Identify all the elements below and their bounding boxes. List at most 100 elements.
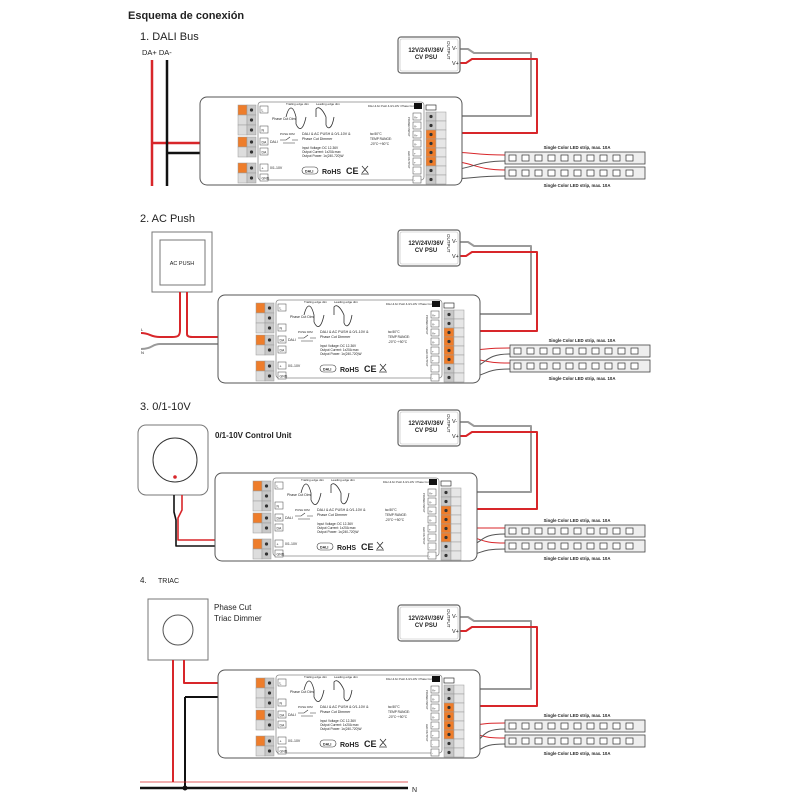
led-chip-icon (521, 722, 530, 730)
terminal-label-box (259, 163, 269, 172)
phase-cut-label: Phase Cut Dim (287, 493, 311, 497)
terminal-label: DA (280, 349, 286, 353)
psu-box (397, 604, 461, 642)
terminal-clamp (450, 505, 462, 516)
v010-label: 0/1-10V (288, 364, 301, 368)
phase-cut-label: Phase Cut Dim (290, 690, 314, 694)
terminal-label: L (262, 109, 264, 113)
psu-vplus: V+ (452, 254, 459, 260)
power-input-label: POWER INPUT (425, 315, 429, 335)
led-strip-label-bottom: Single Color LED strip, max. 10A (549, 376, 616, 381)
push-switch-icon (298, 334, 316, 342)
terminal-label: V- (414, 125, 417, 129)
terminal-label: V+ (432, 332, 436, 336)
terminal-label: DA (280, 724, 286, 728)
terminal-label: V+ (429, 510, 433, 514)
power-input-label: POWER INPUT (425, 690, 429, 710)
psu-negative-wire (446, 48, 532, 117)
section-title-010v: 3. 0/1-10V (140, 401, 191, 413)
driver-current-spec: Output Current: 1x20A max (302, 150, 341, 154)
led-chip-icon (599, 722, 608, 730)
terminal-label-box (427, 551, 437, 560)
led-strip-label-top: Single Color LED strip, max. 10A (544, 713, 611, 718)
terminal-label-box (430, 730, 440, 739)
line-label: L (141, 327, 144, 332)
terminal-label: - (432, 752, 433, 756)
terminal-clamp (435, 138, 447, 149)
terminal-label-box (427, 515, 437, 524)
terminal-label-box (427, 506, 437, 515)
led-output-label: LED OUTPUT (407, 151, 411, 169)
terminal-label: L (280, 307, 282, 311)
terminal-label: L (277, 485, 279, 489)
terminal-dot (267, 723, 272, 727)
terminal-label-box (412, 139, 422, 148)
mode-switch-2 (425, 104, 437, 111)
mode-switch-2 (440, 480, 452, 487)
terminal-dot (264, 542, 269, 546)
led-strip-label-bottom: Single Color LED strip, max. 10A (544, 751, 611, 756)
driver-input-spec: Input Voltage: DC 12-36V (317, 522, 354, 526)
led-chip-icon (547, 737, 556, 745)
psu-voltage: 12V/24V/36V (408, 48, 443, 54)
led-chip-icon (547, 169, 556, 177)
led-chip-icon (521, 154, 530, 162)
led-chip-icon (625, 169, 634, 177)
terminal-label: + (280, 365, 282, 369)
trailing-label: Trailing edge dim (286, 102, 309, 106)
led-chip-icon (612, 154, 621, 162)
terminal-clamp (255, 370, 266, 382)
leading-edge-waveform-icon (333, 305, 353, 327)
trailing-edge-waveform-icon (303, 305, 325, 327)
trailing-edge-waveform-icon (303, 680, 325, 702)
terminal-label: + (432, 725, 434, 729)
terminal-label-box (430, 319, 440, 328)
terminal-label: - (432, 368, 433, 372)
led-chip-icon (534, 542, 543, 550)
terminal-dot (249, 166, 254, 170)
terminal-dot (429, 150, 433, 155)
led-chip-icon (547, 542, 556, 550)
terminal-label-box (412, 130, 422, 139)
terminal-clamp (435, 111, 447, 122)
psu-vminus: V- (452, 419, 457, 425)
terminal-label-box (430, 364, 440, 373)
terminal-clamp (252, 548, 263, 560)
weee-icon (379, 738, 387, 748)
weee-icon (379, 363, 387, 373)
terminal-label-box (430, 748, 440, 757)
terminal-label-box (430, 739, 440, 748)
terminal-label: N (280, 327, 283, 331)
terminal-label: + (414, 152, 416, 156)
terminal-label: N (277, 505, 280, 509)
driver-power-spec: Output Power: 1x(240-720)W (320, 352, 361, 356)
trailing-label: Trailing edge dim (304, 300, 327, 304)
driver-ta: ta=50°C (370, 132, 382, 136)
mode-switch (432, 676, 440, 682)
terminal-label-box (412, 148, 422, 157)
dali-label: DALI (288, 713, 296, 717)
terminal-dot (444, 553, 448, 558)
terminal-label: V+ (414, 116, 418, 120)
terminal-label-box (430, 355, 440, 364)
terminal-label: DA (262, 151, 268, 155)
led-chip-icon (526, 347, 535, 355)
terminal-label-box (427, 542, 437, 551)
led-chip-icon (630, 362, 639, 370)
driver-label-panel (275, 299, 443, 379)
terminal-label: - (432, 377, 433, 381)
terminal-clamp (453, 345, 465, 356)
terminal-dot (444, 535, 448, 540)
led-chip-icon (586, 737, 595, 745)
terminal-label-box (274, 501, 284, 510)
led-strip (504, 524, 646, 538)
terminal-dot (447, 714, 451, 719)
terminal-label: V+ (414, 134, 418, 138)
led-strip-label-top: Single Color LED strip, max. 10A (544, 145, 611, 150)
terminal-label: V- (429, 501, 432, 505)
terminal-clamp (450, 514, 462, 525)
terminal-clamp (237, 172, 248, 184)
